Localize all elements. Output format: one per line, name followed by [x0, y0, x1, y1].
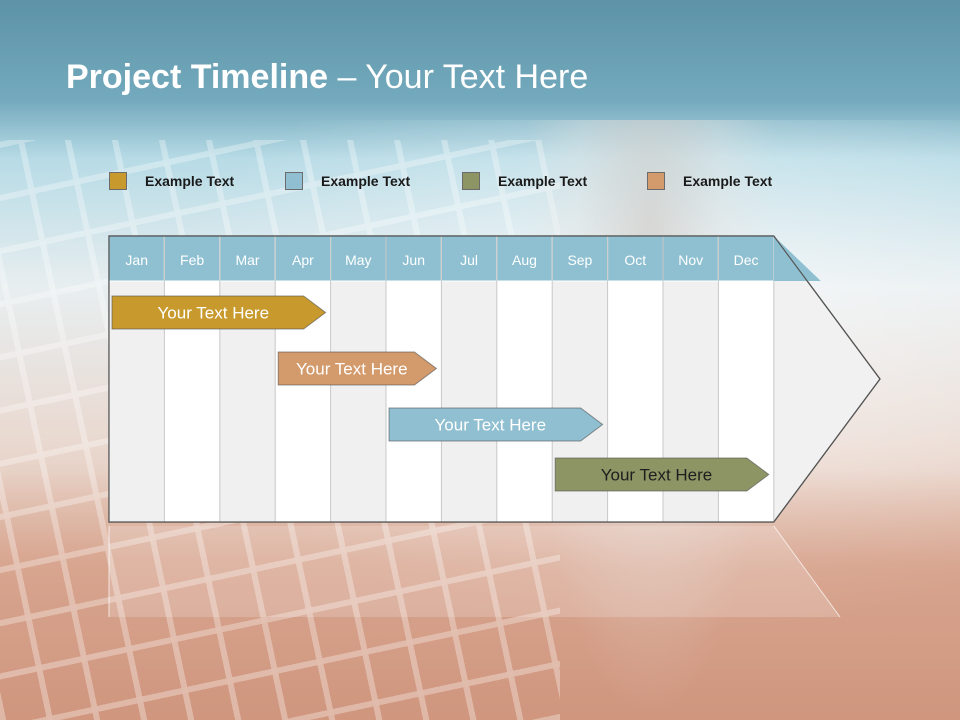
reflection-edge-right [773, 525, 841, 618]
month-label: May [345, 252, 371, 268]
legend-label: Example Text [145, 173, 235, 189]
task-bar [277, 351, 438, 386]
task-bar-label: Your Text Here [601, 466, 713, 485]
legend-label: Example Text [498, 173, 588, 189]
task-bar-label: Your Text Here [158, 304, 270, 323]
task-bar [388, 407, 604, 442]
legend-item-4: Example Text [647, 170, 772, 192]
legend-item-1: Example Text [109, 170, 234, 192]
legend-item-3: Example Text [462, 170, 587, 192]
month-header [496, 235, 553, 282]
month-label: Dec [734, 252, 759, 268]
month-header [385, 235, 442, 282]
month-column [496, 281, 553, 522]
month-label: Mar [235, 252, 259, 268]
month-label: Nov [678, 252, 703, 268]
task-bar [554, 457, 770, 492]
slide-title: Project Timeline – Your Text Here [66, 58, 588, 97]
month-column [441, 281, 497, 522]
legend-swatch [109, 172, 127, 190]
timeline-arrow-outline [108, 235, 881, 523]
legend-swatch [462, 172, 480, 190]
task-bar-label: Your Text Here [435, 416, 547, 435]
month-header [551, 235, 609, 282]
legend-swatch [285, 172, 303, 190]
month-label: Aug [512, 252, 537, 268]
month-header [440, 235, 498, 282]
legend-label: Example Text [683, 173, 773, 189]
month-column [330, 281, 386, 522]
month-column [386, 281, 442, 522]
month-label: Jun [402, 252, 425, 268]
task-bar-label: Your Text Here [296, 360, 408, 379]
month-label: Apr [292, 252, 314, 268]
task-bar [111, 295, 327, 330]
month-label: Feb [180, 252, 204, 268]
arrow-tip-header [773, 236, 821, 281]
slide-title-bold: Project Timeline [66, 58, 329, 96]
legend-swatch [647, 172, 665, 190]
month-label: Oct [624, 252, 646, 268]
month-header [219, 235, 276, 282]
slide-title-rest: – Your Text Here [328, 58, 589, 96]
month-label: Jul [460, 252, 478, 268]
legend-label: Example Text [321, 173, 411, 189]
month-label: Jan [125, 252, 148, 268]
month-label: Sep [567, 252, 592, 268]
legend-item-2: Example Text [285, 170, 410, 192]
timeline-reflection [109, 526, 840, 617]
